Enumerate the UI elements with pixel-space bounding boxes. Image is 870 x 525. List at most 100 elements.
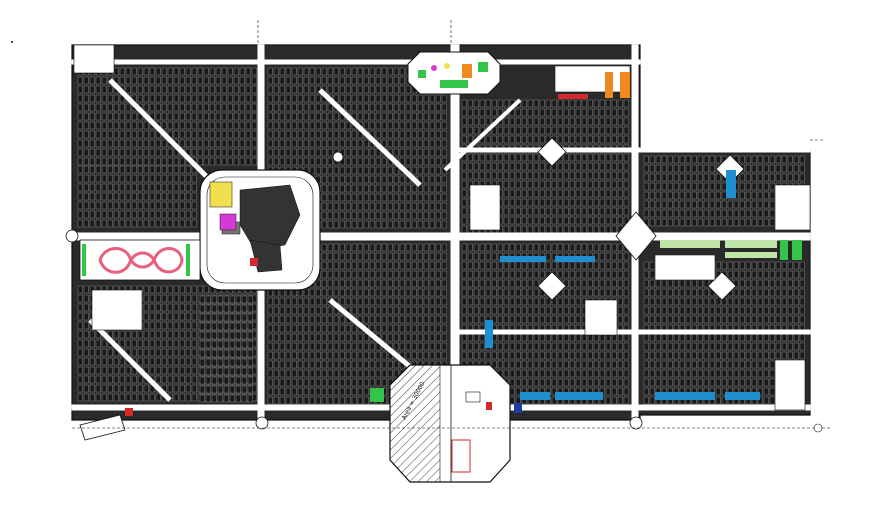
residential-lot xyxy=(435,94,441,103)
residential-lot xyxy=(239,157,245,166)
residential-lot xyxy=(781,342,787,351)
residential-lot xyxy=(557,351,563,360)
residential-lot xyxy=(245,85,251,94)
residential-lot xyxy=(527,369,533,378)
residential-lot xyxy=(509,189,515,198)
orange-block-1 xyxy=(605,72,613,98)
residential-lot xyxy=(545,162,551,171)
residential-lot xyxy=(143,148,149,157)
residential-lot xyxy=(235,340,241,349)
residential-lot xyxy=(587,369,593,378)
residential-lot xyxy=(363,184,369,193)
residential-lot xyxy=(321,211,327,220)
residential-lot xyxy=(605,216,611,225)
residential-lot xyxy=(709,191,715,200)
residential-lot xyxy=(527,225,533,234)
residential-lot xyxy=(617,180,623,189)
residential-lot xyxy=(605,189,611,198)
residential-lot xyxy=(587,171,593,180)
residential-lot xyxy=(167,384,173,393)
residential-lot xyxy=(569,117,575,126)
residential-lot xyxy=(393,166,399,175)
residential-lot xyxy=(223,358,229,367)
residential-lot xyxy=(545,117,551,126)
residential-lot xyxy=(167,157,173,166)
residential-lot xyxy=(267,94,273,103)
residential-lot xyxy=(101,375,107,384)
residential-lot xyxy=(357,148,363,157)
club-green-lawn-3 xyxy=(478,62,488,72)
residential-lot xyxy=(581,279,587,288)
residential-lot xyxy=(441,279,447,288)
residential-lot xyxy=(143,294,149,303)
residential-lot xyxy=(497,306,503,315)
residential-lot xyxy=(503,243,509,252)
residential-lot xyxy=(423,288,429,297)
club-green-lawn-1 xyxy=(418,70,426,78)
residential-lot xyxy=(83,201,89,210)
residential-lot xyxy=(309,333,315,342)
residential-lot xyxy=(569,198,575,207)
residential-lot xyxy=(509,342,515,351)
residential-lot xyxy=(509,126,515,135)
residential-lot xyxy=(587,135,593,144)
residential-lot xyxy=(441,202,447,211)
residential-lot xyxy=(199,304,205,313)
residential-lot xyxy=(715,218,721,227)
residential-lot xyxy=(285,306,291,315)
residential-lot xyxy=(533,351,539,360)
residential-lot xyxy=(435,252,441,261)
residential-lot xyxy=(611,225,617,234)
residential-lot xyxy=(345,243,351,252)
residential-lot xyxy=(441,324,447,333)
residential-lot xyxy=(745,360,751,369)
residential-lot xyxy=(185,285,191,294)
diag-road-1 xyxy=(108,78,212,182)
main-avenue-vertical xyxy=(450,44,460,421)
residential-lot xyxy=(197,76,203,85)
residential-lot xyxy=(503,171,509,180)
residential-lot xyxy=(685,164,691,173)
residential-lot xyxy=(179,139,185,148)
residential-lot xyxy=(273,360,279,369)
residential-lot xyxy=(291,342,297,351)
residential-lot xyxy=(655,297,661,306)
residential-lot xyxy=(203,139,209,148)
residential-lot xyxy=(411,252,417,261)
residential-lot xyxy=(545,225,551,234)
residential-lot xyxy=(113,393,119,402)
residential-lot xyxy=(703,378,709,387)
residential-lot xyxy=(363,288,369,297)
residential-lot xyxy=(247,340,253,349)
residential-lot xyxy=(381,184,387,193)
residential-lot xyxy=(167,366,173,375)
residential-lot xyxy=(179,348,185,357)
residential-lot xyxy=(617,243,623,252)
residential-lot xyxy=(745,279,751,288)
residential-lot xyxy=(417,148,423,157)
residential-lot xyxy=(497,261,503,270)
residential-lot xyxy=(515,135,521,144)
residential-lot xyxy=(679,200,685,209)
residential-lot xyxy=(467,270,473,279)
residential-lot xyxy=(429,324,435,333)
residential-lot xyxy=(125,393,131,402)
residential-lot xyxy=(327,148,333,157)
residential-lot xyxy=(101,174,107,183)
residential-lot xyxy=(411,243,417,252)
residential-lot xyxy=(205,322,211,331)
residential-lot xyxy=(491,360,497,369)
residential-lot xyxy=(509,306,515,315)
residential-lot xyxy=(113,366,119,375)
residential-lot xyxy=(369,166,375,175)
residential-lot xyxy=(77,210,83,219)
residential-lot xyxy=(441,139,447,148)
residential-lot xyxy=(429,103,435,112)
residential-lot xyxy=(485,279,491,288)
residential-lot xyxy=(179,210,185,219)
residential-lot xyxy=(297,342,303,351)
residential-lot xyxy=(757,155,763,164)
residential-lot xyxy=(363,315,369,324)
residential-lot xyxy=(369,103,375,112)
residential-lot xyxy=(575,342,581,351)
